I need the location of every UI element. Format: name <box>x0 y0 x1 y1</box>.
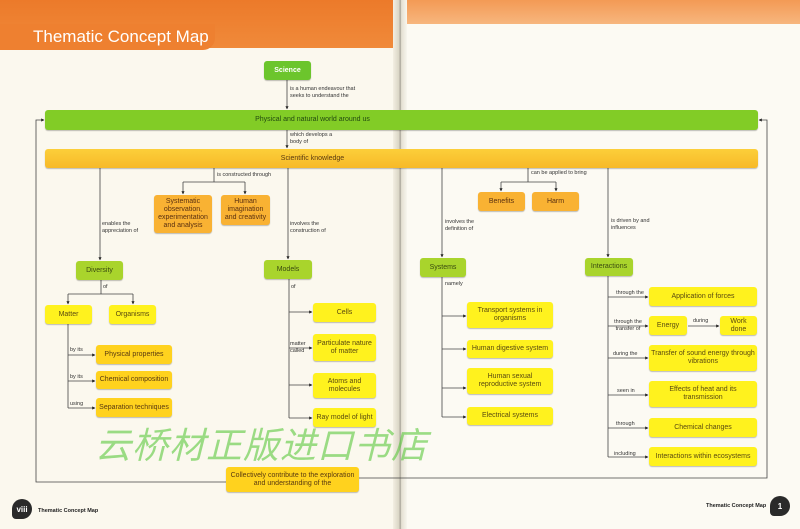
link-enables: enables the appreciation of <box>102 221 139 234</box>
node-heat: Effects of heat and its transmission <box>649 381 757 407</box>
node-digestive: Human digestive system <box>467 340 553 358</box>
link-during: during <box>693 318 709 324</box>
node-transport: Transport systems in organisms <box>467 302 553 328</box>
node-separation-techniques: Separation techniques <box>96 398 172 417</box>
link-definition: involves the definition of <box>445 219 475 232</box>
header-band-right <box>402 0 800 24</box>
link-of-diversity: of <box>103 284 108 290</box>
node-particulate: Particulate nature of matter <box>313 334 376 361</box>
link-by-its-2: by its <box>70 374 83 380</box>
node-science: Science <box>264 61 311 80</box>
page-number-left: viii <box>12 499 32 519</box>
node-ray-model: Ray model of light <box>313 408 376 427</box>
link-matter-called: matter called <box>290 341 306 354</box>
node-atoms: Atoms and molecules <box>313 373 376 398</box>
node-scientific-knowledge: Scientific knowledge <box>45 149 758 168</box>
left-page <box>0 0 400 529</box>
node-electrical: Electrical systems <box>467 407 553 425</box>
node-harm: Harm <box>532 192 579 211</box>
node-interactions: Interactions <box>585 258 633 276</box>
title-tab <box>0 24 215 50</box>
link-transfer-of: through the transfer of <box>614 319 642 332</box>
link-including: including <box>614 451 636 457</box>
node-diversity: Diversity <box>76 261 123 280</box>
link-endeavour: is a human endeavour that seeks to under… <box>290 86 356 99</box>
node-chemical-changes: Chemical changes <box>649 418 757 437</box>
node-sound: Transfer of sound energy through vibrati… <box>649 345 757 371</box>
page-number-right: 1 <box>770 496 790 516</box>
link-during-the: during the <box>613 351 638 357</box>
node-systematic: Systematic observation, experimentation … <box>154 195 212 233</box>
link-construction: involves the construction of <box>290 221 326 234</box>
node-organisms: Organisms <box>109 305 156 324</box>
link-through-the: through the <box>616 290 644 296</box>
node-chemical-composition: Chemical composition <box>96 371 172 389</box>
book-gutter <box>393 0 407 529</box>
node-matter: Matter <box>45 305 92 324</box>
node-ecosystems: Interactions within ecosystems <box>649 447 757 466</box>
watermark: 云桥材正版进口书店 <box>95 426 429 467</box>
link-develops: which develops a body of <box>290 132 333 145</box>
node-physical-world: Physical and natural world around us <box>45 110 758 130</box>
node-collectively: Collectively contribute to the explorati… <box>226 467 359 492</box>
node-cells: Cells <box>313 303 376 322</box>
link-constructed: is constructed through <box>217 172 272 178</box>
link-of-models: of <box>291 284 296 290</box>
node-forces: Application of forces <box>649 287 757 306</box>
node-imagination: Human imagination and creativity <box>221 195 270 225</box>
link-applied: can be applied to bring <box>531 170 587 176</box>
footer-title-right: Thematic Concept Map <box>706 503 767 509</box>
page-title: Thematic Concept Map <box>33 27 209 46</box>
node-work-done: Work done <box>720 316 757 335</box>
node-physical-properties: Physical properties <box>96 345 172 364</box>
link-driven: is driven by and influences <box>611 218 650 231</box>
link-namely: namely <box>445 281 463 287</box>
link-by-its-1: by its <box>70 347 83 353</box>
node-systems: Systems <box>420 258 466 277</box>
node-models: Models <box>264 260 312 279</box>
node-energy: Energy <box>649 316 687 335</box>
link-using: using <box>70 401 84 407</box>
node-reproductive: Human sexual reproductive system <box>467 368 553 394</box>
link-through: through <box>616 421 635 427</box>
link-seen-in: seen in <box>617 388 635 394</box>
footer-title-left: Thematic Concept Map <box>38 508 99 514</box>
node-benefits: Benefits <box>478 192 525 211</box>
